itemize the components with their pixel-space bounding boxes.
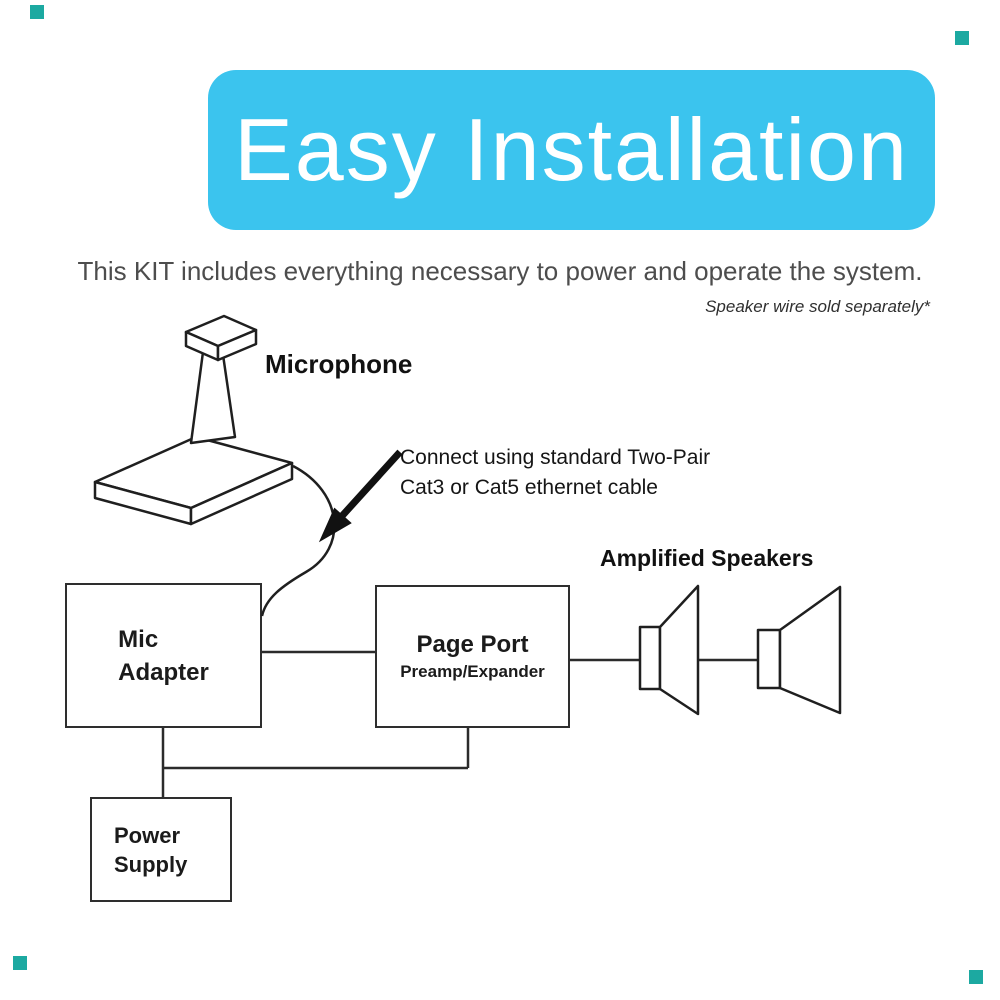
corner-marker-bottom-right [969,970,983,984]
mic-cable-path [260,464,336,617]
speaker-wire-note: Speaker wire sold separately* [705,297,930,316]
page-port-subtitle: Preamp/Expander [400,661,545,681]
page-port-box: Page Port Preamp/Expander [375,585,570,728]
mic-adapter-label-line1: Mic [118,625,159,653]
corner-marker-top-left [30,5,44,19]
power-supply-label-line2: Supply [114,851,188,877]
cable-note-line2: Cat3 or Cat5 ethernet cable [400,476,658,499]
intro-text: This KIT includes everything necessary t… [77,256,923,286]
power-supply-label-line1: Power [114,822,181,848]
speaker-icon-2 [756,585,842,715]
header-banner: Easy Installation [208,70,935,230]
power-supply-box: Power Supply [90,797,232,902]
speaker-icon-1 [638,584,700,716]
microphone-icon [93,314,294,526]
cable-note: Connect using standard Two-Pair Cat3 or … [400,443,710,503]
page-port-title: Page Port [416,630,529,658]
mic-adapter-label-line2: Adapter [118,658,209,686]
mic-adapter-box: Mic Adapter [65,583,262,728]
corner-marker-bottom-left [13,956,27,970]
pointer-arrow-icon [318,449,403,543]
amplified-speakers-label: Amplified Speakers [600,545,814,571]
cable-note-line1: Connect using standard Two-Pair [400,446,711,469]
corner-marker-top-right [955,31,969,45]
microphone-label: Microphone [265,349,413,379]
header-title: Easy Installation [234,100,909,199]
